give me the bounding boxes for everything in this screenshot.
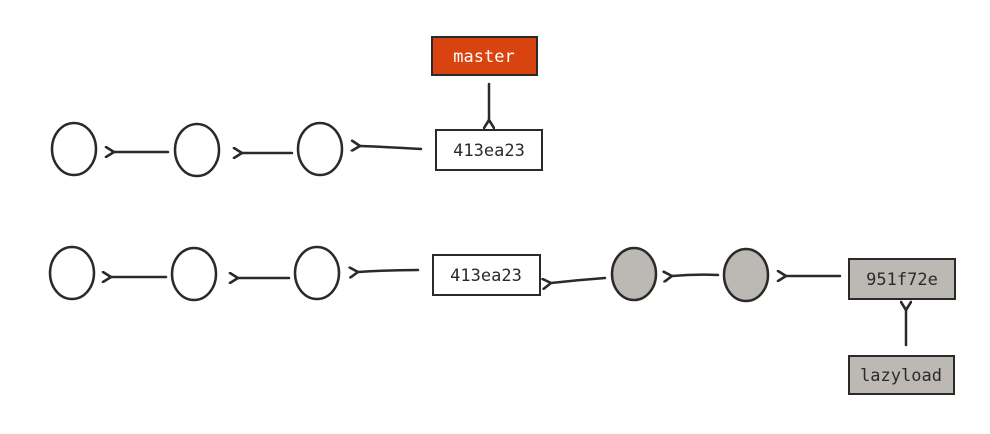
- master-branch-label: master: [453, 47, 514, 67]
- new-commit-node: [610, 246, 658, 302]
- commit-node: [293, 245, 341, 301]
- commit-node: [50, 121, 98, 177]
- parent-arrow: [360, 146, 423, 149]
- bottom-row: 413ea23 951f72e lazyload: [48, 245, 956, 395]
- commit-node: [48, 245, 96, 301]
- commit-hash-box: [435, 129, 543, 171]
- parent-arrow: [672, 275, 720, 276]
- commit-hash-box: [432, 254, 541, 296]
- new-commit-hash-label: 951f72e: [866, 270, 938, 290]
- parent-arrow: [551, 276, 607, 283]
- commit-hash-label: 413ea23: [450, 266, 522, 286]
- master-branch-box: [431, 36, 538, 76]
- commit-hash-label: 413ea23: [453, 141, 525, 161]
- parent-arrow: [358, 270, 420, 272]
- commit-node: [296, 121, 344, 177]
- commit-node: [170, 246, 218, 302]
- lazyload-branch-box: [848, 355, 955, 395]
- new-commit-node: [722, 247, 770, 303]
- top-row: 413ea23 master: [50, 36, 543, 178]
- lazyload-branch-label: lazyload: [860, 366, 942, 386]
- new-commit-hash-box: [848, 258, 956, 300]
- commit-node: [173, 122, 221, 178]
